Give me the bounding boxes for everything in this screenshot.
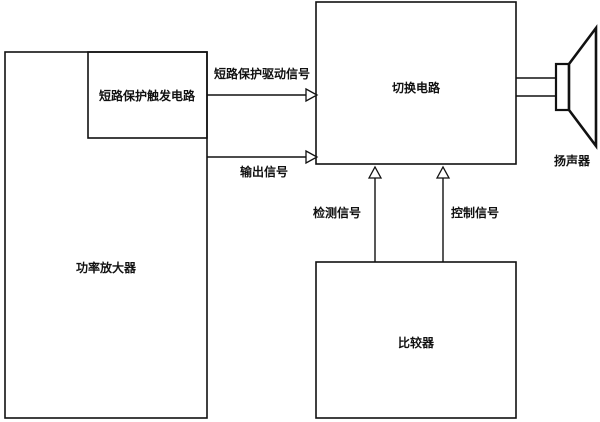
short-circuit-drive-arrow [305, 87, 319, 103]
output-signal-arrow [305, 149, 319, 165]
switch-circuit-label: 切换电路 [392, 80, 441, 95]
speaker-label: 扬声器 [554, 153, 591, 168]
speaker-icon [554, 24, 598, 150]
power-amplifier-label: 功率放大器 [76, 260, 137, 275]
short-circuit-trigger-label: 短路保护触发电路 [99, 88, 196, 103]
short-circuit-drive-signal-label: 短路保护驱动信号 [214, 66, 310, 81]
power-amplifier-block [4, 51, 208, 419]
output-signal-label: 输出信号 [240, 164, 288, 179]
detect-signal-label: 检测信号 [313, 205, 361, 220]
control-signal-label: 控制信号 [451, 205, 499, 220]
switch-circuit-block [315, 1, 517, 165]
control-signal-arrow [435, 165, 451, 179]
comparator-label: 比较器 [398, 335, 435, 350]
detect-signal-arrow [367, 165, 383, 179]
comparator-block [315, 261, 517, 419]
